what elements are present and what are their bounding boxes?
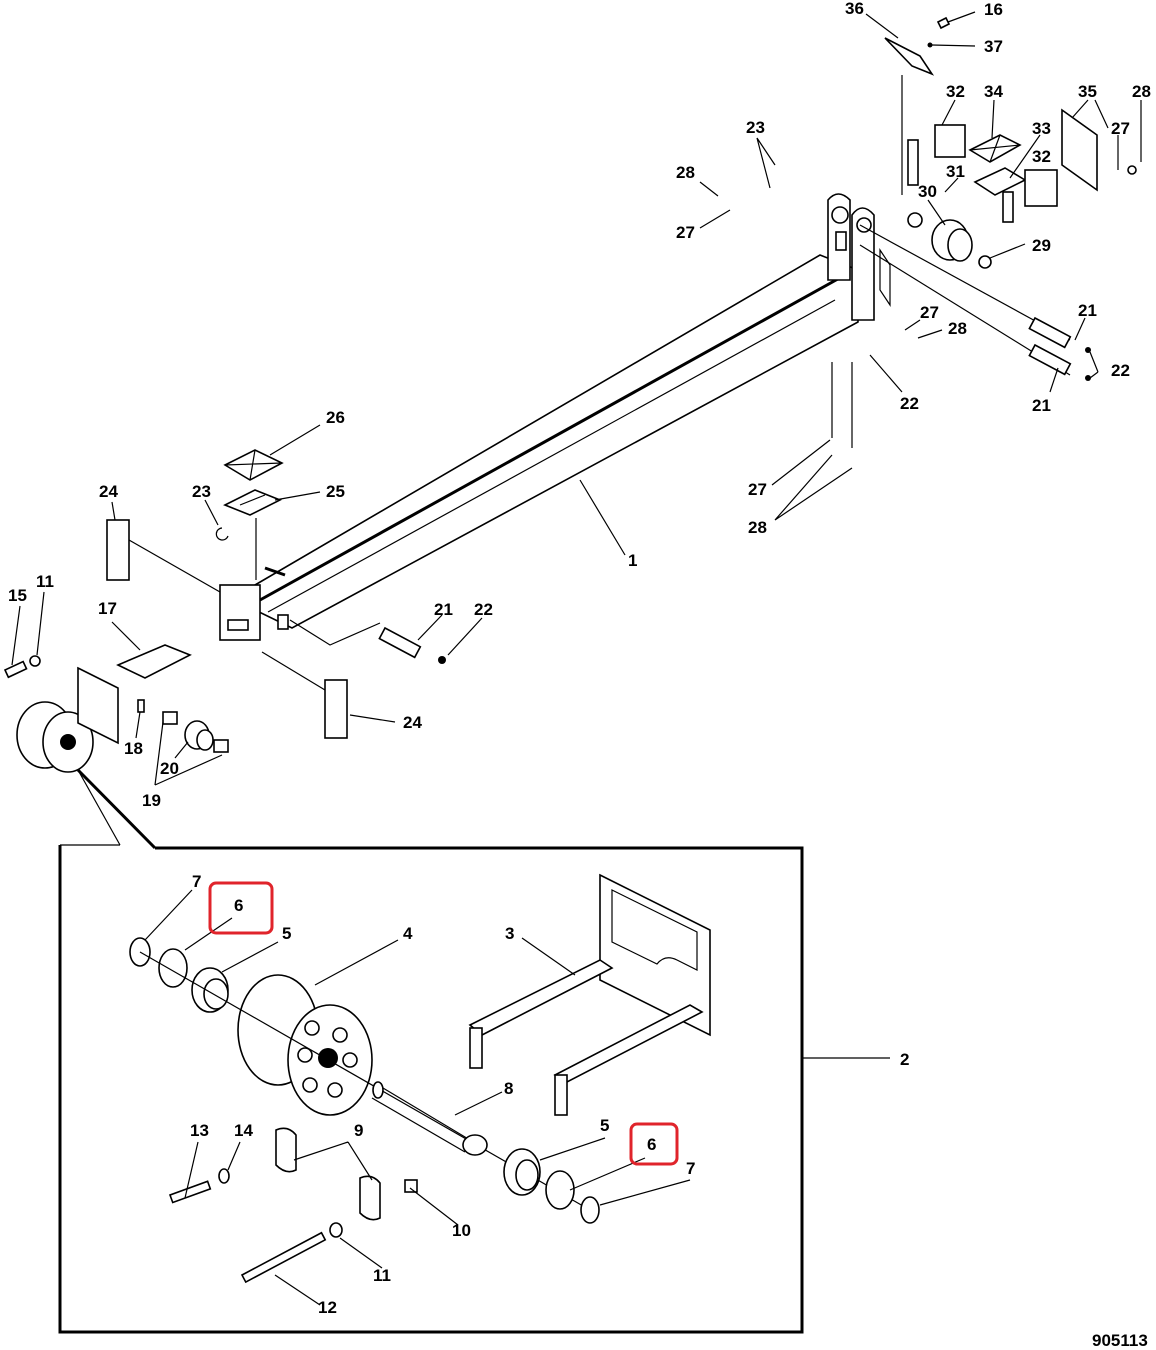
callout-33: 33 [1032, 119, 1051, 138]
callout-21a: 21 [1078, 301, 1097, 320]
snap-ring-6-left [158, 948, 188, 988]
figure-number: 905113 [1092, 1331, 1148, 1350]
block-24-right [261, 651, 348, 739]
plate-9-lower [359, 1175, 381, 1221]
bolt-13 [168, 1180, 212, 1204]
callout-22c: 22 [474, 600, 493, 619]
callout-13: 13 [190, 1121, 209, 1140]
leader-lines [11, 11, 1142, 1306]
snap-ring-6-right [545, 1170, 575, 1210]
callout-2: 2 [900, 1050, 909, 1069]
callout-7a: 7 [192, 872, 201, 891]
callout-18: 18 [124, 739, 143, 758]
bearing-5-left-inner [203, 978, 229, 1010]
callout-27c: 27 [920, 303, 939, 322]
callout-29: 29 [1032, 236, 1051, 255]
plate-17 [116, 644, 192, 713]
callout-28b: 28 [676, 163, 695, 182]
nut-10 [404, 1179, 418, 1193]
callout-11a: 11 [36, 572, 54, 591]
callout-14: 14 [234, 1121, 253, 1140]
plates-group [907, 108, 1137, 223]
pulley-30 [859, 212, 1071, 376]
callout-32a: 32 [946, 82, 965, 101]
callout-17: 17 [98, 599, 117, 618]
callout-labels: 36 16 37 32 34 35 28 33 27 32 31 30 23 2… [8, 0, 1151, 1350]
callout-10: 10 [452, 1221, 471, 1240]
callout-34: 34 [984, 82, 1003, 101]
callout-28c: 28 [948, 319, 967, 338]
washer-11 [329, 1222, 343, 1238]
callout-15: 15 [8, 586, 27, 605]
callout-23b: 23 [192, 482, 211, 501]
callout-16: 16 [984, 0, 1003, 19]
plate-25 [223, 489, 282, 516]
callout-3: 3 [505, 924, 514, 943]
retaining-ring-7-right [580, 1196, 600, 1224]
cover-36 [884, 16, 951, 195]
callout-37: 37 [984, 37, 1003, 56]
callout-22b: 22 [1111, 361, 1130, 380]
washer-14 [218, 1168, 230, 1184]
callout-21c: 21 [434, 600, 453, 619]
bolt-15 [3, 660, 28, 679]
callout-26: 26 [326, 408, 345, 427]
detail-connector [58, 768, 804, 1334]
pin-21-left [289, 619, 446, 664]
plate-26 [223, 449, 284, 481]
callout-5a: 5 [282, 924, 291, 943]
callout-35: 35 [1078, 82, 1097, 101]
pins-21-right [1028, 316, 1091, 381]
bolt-12 [240, 1231, 327, 1284]
detail-box [129, 873, 711, 1284]
main-beam [254, 254, 859, 629]
callout-31: 31 [946, 162, 965, 181]
callout-9: 9 [354, 1121, 363, 1140]
callout-6a: 6 [234, 896, 243, 915]
callout-27a: 27 [1111, 119, 1130, 138]
block-24-left [106, 519, 221, 593]
callout-30: 30 [918, 182, 937, 201]
callout-5b: 5 [600, 1116, 609, 1135]
callout-22a: 22 [900, 394, 919, 413]
callout-12: 12 [318, 1298, 337, 1317]
callout-23a: 23 [746, 118, 765, 137]
callout-24b: 24 [403, 713, 422, 732]
callout-8: 8 [504, 1079, 513, 1098]
callout-28a: 28 [1132, 82, 1151, 101]
callout-21b: 21 [1032, 396, 1051, 415]
bearing-5-right-inner [515, 1159, 539, 1191]
callout-11b: 11 [373, 1266, 391, 1285]
callout-7b: 7 [686, 1159, 695, 1178]
callout-27d: 27 [748, 480, 767, 499]
callout-32b: 32 [1032, 147, 1051, 166]
callout-6b: 6 [647, 1135, 656, 1154]
pulley-assembly-left [16, 666, 119, 773]
end-bracket-left [219, 566, 289, 641]
callout-25: 25 [326, 482, 345, 501]
highlight-box-6-right [629, 1122, 679, 1166]
nut-11-top [29, 655, 41, 667]
callout-36: 36 [845, 0, 864, 18]
callout-19: 19 [142, 791, 161, 810]
ring-23-left [215, 527, 229, 541]
bushing-20 [162, 711, 229, 753]
plate-9-upper [275, 1127, 297, 1173]
highlight-box-6-left [208, 881, 274, 935]
callout-4: 4 [403, 924, 413, 943]
callout-1: 1 [628, 551, 637, 570]
callout-24a: 24 [99, 482, 118, 501]
roller-4 [237, 974, 373, 1116]
callout-20: 20 [160, 759, 179, 778]
callout-27b: 27 [676, 223, 695, 242]
end-bracket-right [827, 193, 891, 321]
shaft-8 [371, 1081, 488, 1156]
frame-3 [468, 873, 711, 1116]
callout-28d: 28 [748, 518, 767, 537]
